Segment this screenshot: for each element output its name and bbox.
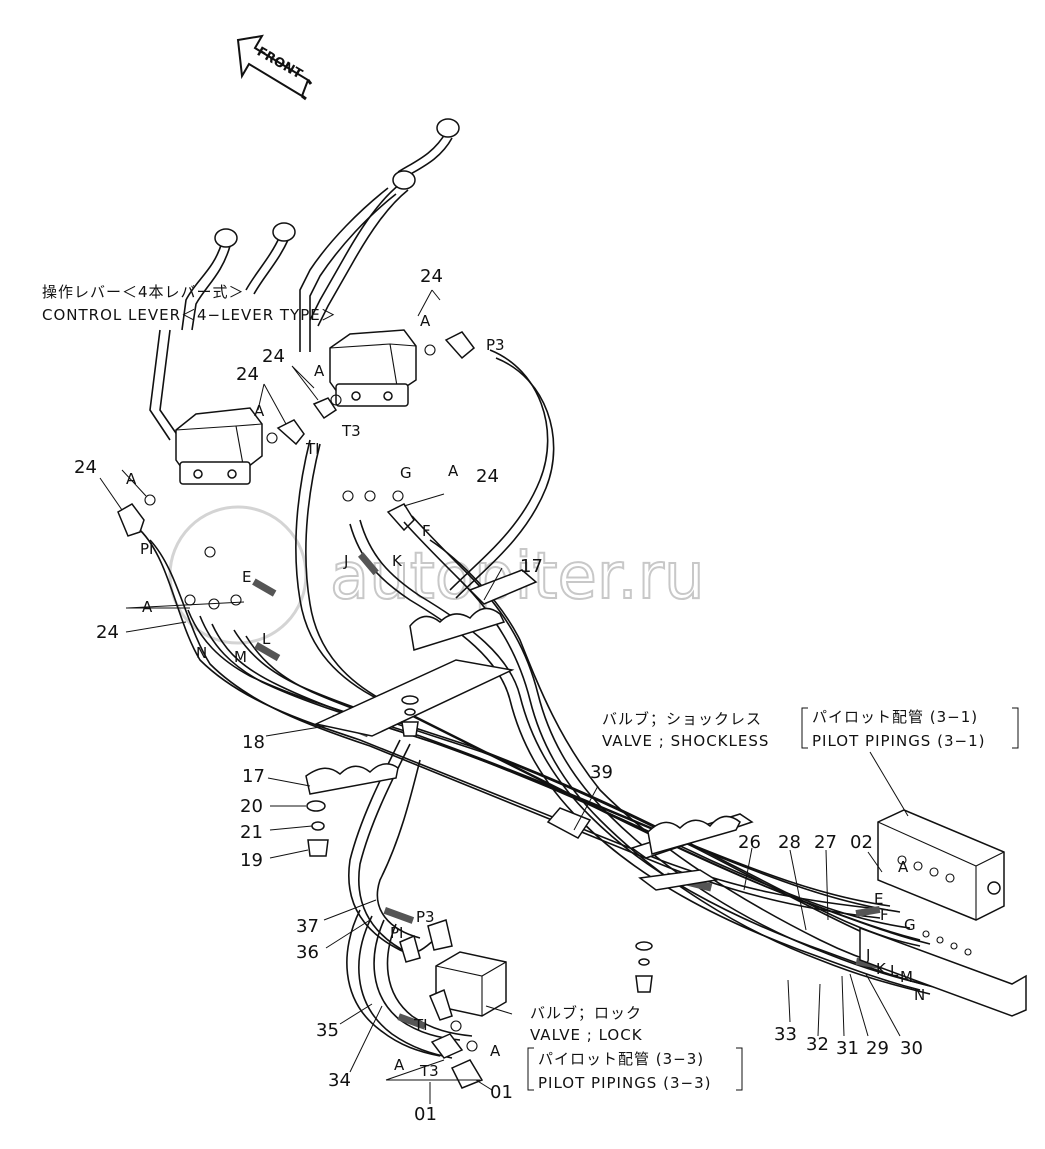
- bolts-washers: [306, 695, 653, 993]
- part-number-24: 24: [74, 457, 97, 478]
- valve-lock-en: VALVE ; LOCK: [530, 1026, 643, 1044]
- port-letter-p1: PI: [140, 540, 153, 558]
- part-number-24: 24: [236, 364, 259, 385]
- part-number-39: 39: [590, 762, 613, 783]
- pilot-pipings-33-en: PILOT PIPINGS (3−3): [538, 1074, 711, 1092]
- bracket-31-right: [1012, 707, 1019, 749]
- port-letter-t1: TI: [413, 1016, 428, 1034]
- port-letter-t1: TI: [305, 440, 320, 458]
- port-letter-j: J: [343, 552, 348, 570]
- part-number-21: 21: [240, 822, 263, 843]
- port-letter-p3: P3: [486, 336, 505, 354]
- port-letter-a: A: [420, 312, 431, 330]
- bracket-33-left: [527, 1047, 534, 1091]
- valve-lock-jp: バルブ；ロック: [530, 1004, 642, 1022]
- port-letter-a: A: [898, 858, 909, 876]
- port-letter-a: A: [126, 470, 137, 488]
- front-arrow: FRONT: [236, 34, 313, 101]
- part-number-34: 34: [328, 1070, 351, 1091]
- part-number-18: 18: [242, 732, 265, 753]
- port-letter-a: A: [448, 462, 459, 480]
- shockless-valve: [859, 809, 1027, 1017]
- port-letter-m: M: [900, 968, 913, 986]
- port-letter-g: G: [400, 464, 412, 482]
- port-letter-l: L: [262, 630, 271, 648]
- pilot-pipings-31-jp: パイロット配管 (3−1): [812, 708, 978, 726]
- part-number-29: 29: [866, 1038, 889, 1059]
- left-pilot-valve: [175, 407, 263, 485]
- port-letter-k: K: [392, 552, 403, 570]
- port-letter-t3: T3: [341, 422, 361, 440]
- bracket-33-right: [736, 1047, 743, 1091]
- bracket-31-left: [801, 707, 808, 749]
- part-number-33: 33: [774, 1024, 797, 1045]
- part-number-17: 17: [520, 556, 543, 577]
- port-letter-l: L: [890, 962, 899, 980]
- port-letter-a: A: [314, 362, 325, 380]
- port-letter-p1: PI: [390, 924, 403, 942]
- port-letter-m: M: [234, 648, 247, 666]
- part-number-17: 17: [242, 766, 265, 787]
- port-letter-a: A: [490, 1042, 501, 1060]
- lock-valve: [399, 919, 507, 1089]
- pilot-pipings-33-jp: パイロット配管 (3−3): [538, 1050, 704, 1068]
- part-number-24: 24: [420, 266, 443, 287]
- control-levers: [149, 118, 460, 441]
- port-letter-a: A: [142, 598, 153, 616]
- part-number-35: 35: [316, 1020, 339, 1041]
- part-number-02: 02: [850, 832, 873, 853]
- port-letter-j: J: [865, 946, 870, 964]
- control-lever-en: CONTROL LEVER＜4−LEVER TYPE＞: [42, 306, 337, 324]
- port-letter-t3: T3: [419, 1062, 439, 1080]
- part-number-30: 30: [900, 1038, 923, 1059]
- port-letter-n: N: [196, 644, 207, 662]
- port-letter-e: E: [874, 890, 883, 908]
- part-number-24: 24: [476, 466, 499, 487]
- right-pilot-valve: [329, 329, 417, 407]
- part-number-28: 28: [778, 832, 801, 853]
- part-number-31: 31: [836, 1038, 859, 1059]
- port-letter-f: F: [880, 906, 889, 924]
- pilot-pipings-31-en: PILOT PIPINGS (3−1): [812, 732, 985, 750]
- part-number-24: 24: [262, 346, 285, 367]
- part-number-27: 27: [814, 832, 837, 853]
- part-number-24: 24: [96, 622, 119, 643]
- part-number-20: 20: [240, 796, 263, 817]
- port-letter-e: E: [242, 568, 251, 586]
- part-number-26: 26: [738, 832, 761, 853]
- part-number-37: 37: [296, 916, 319, 937]
- control-lever-jp: 操作レバー＜4本レバー式＞: [42, 283, 245, 301]
- part-number-32: 32: [806, 1034, 829, 1055]
- port-letter-n: N: [914, 986, 925, 1004]
- part-number-01: 01: [490, 1082, 513, 1103]
- port-letter-a: A: [254, 402, 265, 420]
- part-number-36: 36: [296, 942, 319, 963]
- port-letter-g: G: [904, 916, 916, 934]
- part-number-01: 01: [414, 1104, 437, 1125]
- elbow-fittings: [117, 331, 476, 610]
- port-letter-f: F: [422, 522, 431, 540]
- leader-lines: [99, 289, 909, 1104]
- port-letter-p3: P3: [416, 908, 435, 926]
- valve-shockless-en: VALVE ; SHOCKLESS: [602, 732, 769, 750]
- clamps: [305, 569, 754, 891]
- valve-shockless-jp: バルブ；ショックレス: [602, 710, 762, 728]
- port-letter-a: A: [394, 1056, 405, 1074]
- part-number-19: 19: [240, 850, 263, 871]
- hose-bundle: [139, 349, 941, 1059]
- port-letter-k: K: [876, 960, 887, 978]
